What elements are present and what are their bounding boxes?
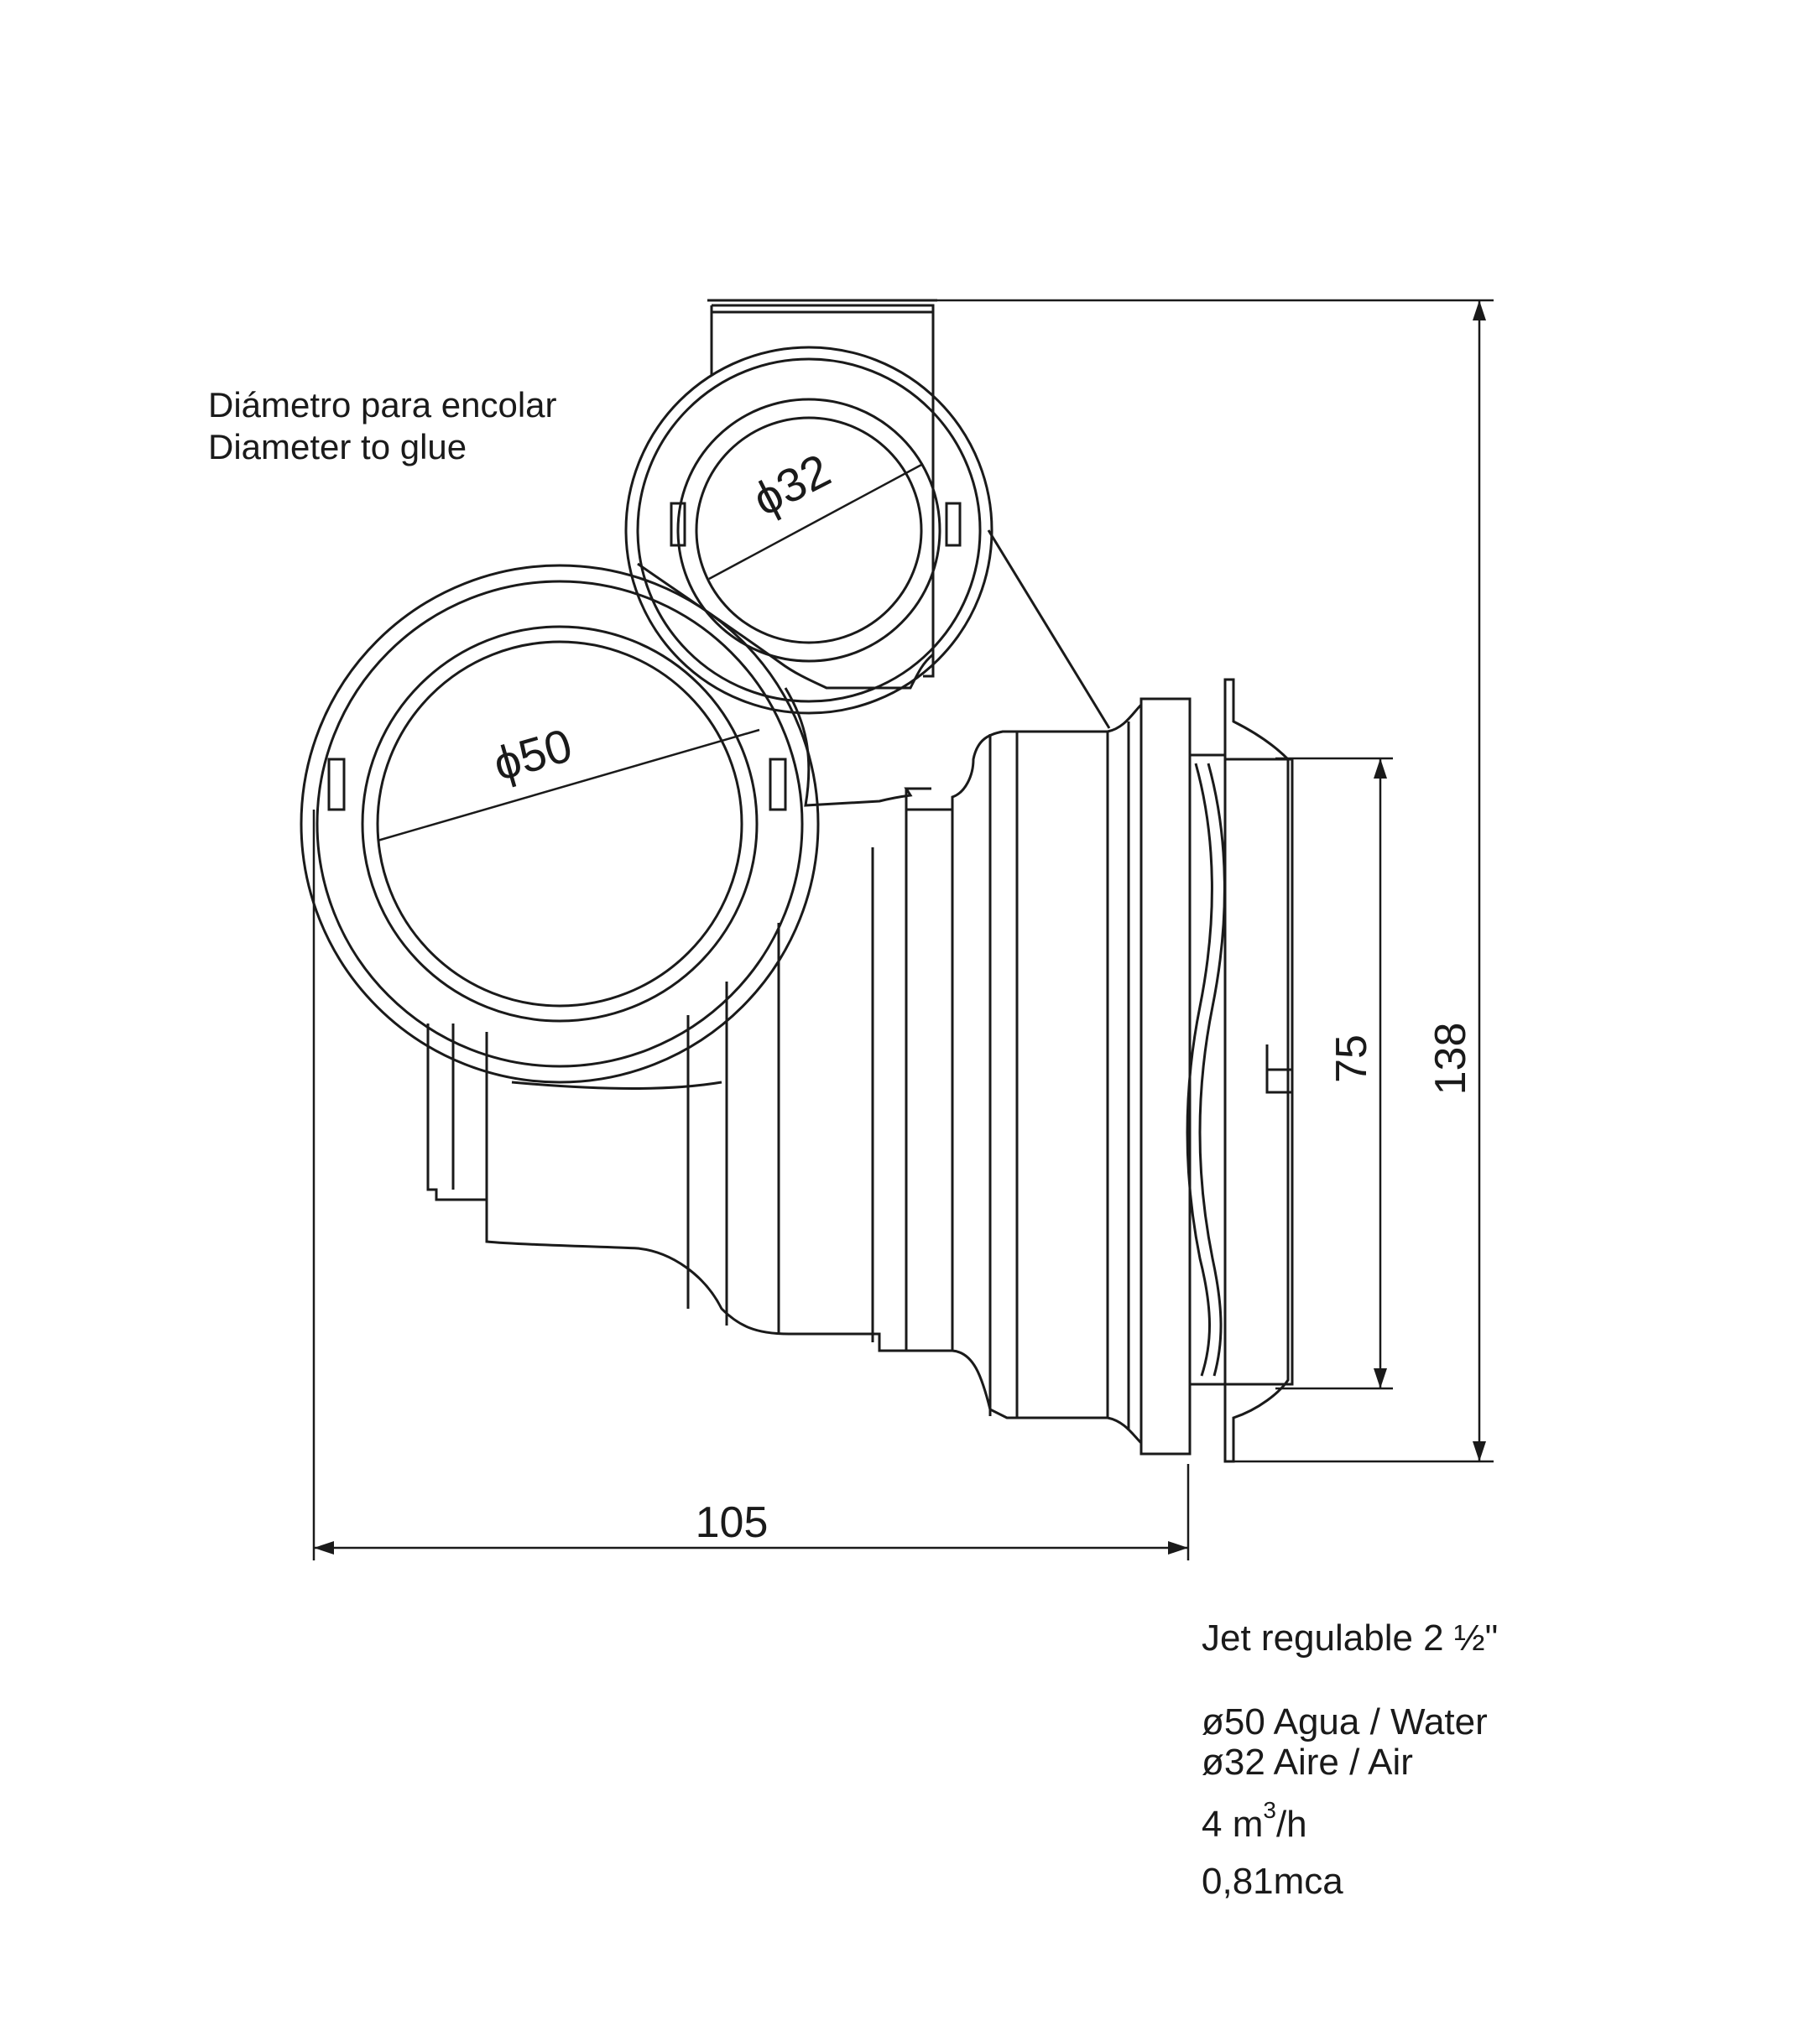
spec-flow-unit: /h <box>1275 1804 1307 1845</box>
spec-flow-exponent: 3 <box>1263 1797 1276 1823</box>
dimension-lines <box>312 299 1494 1560</box>
large-ring-inner <box>361 625 759 1023</box>
small-ring-inner <box>676 398 941 663</box>
small-ring-mid <box>636 357 982 703</box>
arrow-overall-bottom <box>1473 1441 1486 1461</box>
body-left-wall <box>451 1024 722 1242</box>
glue-annotation-en: Diameter to glue <box>208 427 467 466</box>
arrow-width-left <box>314 1541 334 1555</box>
inner-height-label: 75 <box>1327 1034 1376 1083</box>
jet-body <box>300 299 1294 1463</box>
large-ring-outer <box>300 564 820 1084</box>
spec-title: Jet regulable 2 ½" <box>1202 1617 1499 1659</box>
dia-large-label: ϕ50 <box>488 718 577 790</box>
spec-water: ø50 Agua / Water <box>1202 1701 1488 1742</box>
dia-large-line <box>377 728 760 842</box>
glue-annotation: Diámetro para encolar Diameter to glue <box>208 384 557 468</box>
arrow-inner-bottom <box>1374 1368 1387 1388</box>
fitting-web-lower <box>784 687 931 807</box>
lug-right <box>769 758 787 811</box>
glue-annotation-es: Diámetro para encolar <box>208 385 557 425</box>
overall-height-label: 138 <box>1426 1023 1475 1096</box>
air-housing-top <box>707 299 937 376</box>
thread-lines <box>1186 763 1226 1377</box>
spec-pressure: 0,81mca <box>1202 1861 1343 1902</box>
large-ring-mid <box>316 580 804 1068</box>
arrow-overall-top <box>1473 300 1486 320</box>
leader-line <box>987 529 1111 729</box>
body-bottom-edge <box>426 1024 1143 1445</box>
lug-small-left <box>670 502 686 547</box>
nozzle-notch <box>1265 1044 1292 1094</box>
lug-left <box>327 758 346 811</box>
body-top-edge <box>905 703 1143 811</box>
spec-flow-value: 4 m <box>1202 1804 1264 1845</box>
flange <box>1139 697 1192 1456</box>
spec-flow: 4 m3/h <box>1202 1797 1307 1846</box>
dia-small-line <box>708 462 924 581</box>
spec-air: ø32 Aire / Air <box>1202 1742 1413 1783</box>
nozzle-insert <box>1223 758 1294 1386</box>
fitting-web <box>637 562 934 690</box>
nozzle-face <box>1223 678 1290 1463</box>
width-label: 105 <box>696 1498 769 1547</box>
lug-small-right <box>945 502 962 547</box>
small-ring-outer <box>624 346 993 715</box>
arrow-inner-top <box>1374 758 1387 779</box>
arrow-width-right <box>1168 1541 1188 1555</box>
dia-small-label: ϕ32 <box>744 443 838 526</box>
large-ring-core <box>376 640 743 1008</box>
small-ring-core <box>695 416 923 644</box>
